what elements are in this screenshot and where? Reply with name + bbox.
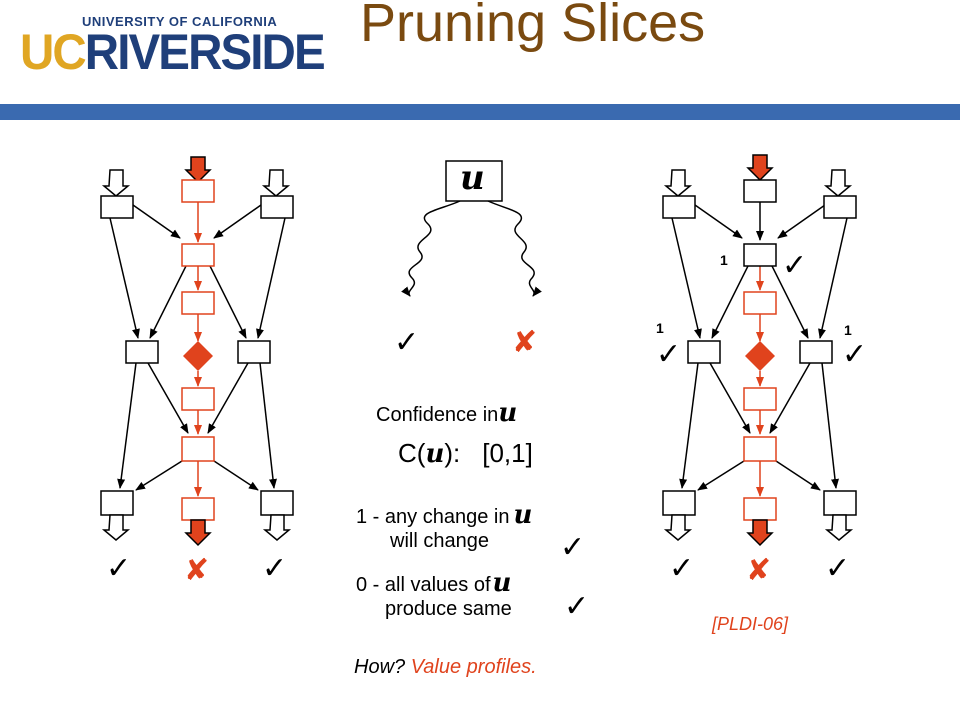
check-icon: ✓: [564, 589, 589, 624]
node-box: [743, 179, 777, 203]
check-icon: ✓: [656, 337, 681, 372]
node-box: [823, 195, 857, 219]
pruned-node: [799, 340, 833, 364]
weight-label: 1: [844, 322, 852, 338]
u-box: [445, 160, 503, 202]
slice-input-arrow: [746, 154, 774, 182]
slide-title: Pruning Slices: [360, 0, 706, 53]
confidence-label: Confidence inu: [376, 398, 518, 428]
zero-line1: 0 - all values ofu: [356, 568, 512, 598]
output-arrow: [262, 514, 292, 541]
check-icon: ✓: [560, 530, 585, 565]
slice-node: [743, 387, 777, 411]
check-icon: ✓: [782, 248, 807, 283]
node-box: [260, 490, 294, 516]
center-diagram: ✓ ✘ ✓ ✓: [394, 160, 589, 624]
logo-university-text: UNIVERSITY OF CALIFORNIA: [82, 14, 278, 29]
how-caption: How? Value profiles.: [354, 656, 537, 678]
value-profiles-text: Value profiles.: [410, 656, 537, 678]
check-icon: ✓: [825, 551, 850, 586]
check-icon: ✓: [262, 551, 287, 586]
left-graph: ✓ ✓ ✘: [100, 156, 294, 588]
u-symbol: u: [460, 158, 485, 198]
cross-icon: ✘: [746, 553, 771, 588]
ucr-logo: UCRIVERSIDE: [20, 22, 326, 82]
node-box: [823, 490, 857, 516]
wavy-arrow: [401, 200, 461, 297]
slice-predicate-diamond: [183, 341, 213, 371]
wavy-arrow: [487, 200, 542, 297]
input-arrow: [663, 169, 693, 197]
slice-node: [743, 497, 777, 521]
slice-node: [181, 387, 215, 411]
cross-icon: ✘: [184, 553, 209, 588]
slice-predicate-diamond: [745, 341, 775, 371]
weight-label: 1: [656, 320, 664, 336]
node-box: [100, 195, 134, 219]
slice-node: [743, 291, 777, 315]
node-box: [100, 490, 134, 516]
slice-node: [181, 179, 215, 203]
check-icon: ✓: [106, 551, 131, 586]
check-icon: ✓: [394, 325, 419, 360]
output-arrow: [824, 514, 854, 541]
citation: [PLDI-06]: [712, 614, 789, 634]
node-box: [260, 195, 294, 219]
input-arrow: [261, 169, 291, 197]
slice-node: [743, 436, 777, 462]
slice-node: [181, 497, 215, 521]
right-graph: ✓ ✓ ✓ ✓ ✓ ✘: [656, 154, 867, 588]
confidence-formula: C(u):[0,1]: [398, 438, 533, 469]
check-icon: ✓: [669, 551, 694, 586]
logo-riverside: RIVERSIDE: [84, 24, 326, 80]
slice-node: [181, 436, 215, 462]
input-arrow: [823, 169, 853, 197]
node-box: [237, 340, 271, 364]
input-arrow: [101, 169, 131, 197]
pruned-node: [687, 340, 721, 364]
logo-uc: UC: [20, 24, 87, 80]
node-box: [662, 195, 696, 219]
output-arrow: [663, 514, 693, 541]
slice-output-arrow: [746, 519, 774, 547]
slice-node: [181, 291, 215, 315]
one-line2: will change: [390, 530, 489, 552]
cross-icon: ✘: [512, 325, 537, 360]
slice-output-arrow: [184, 519, 212, 547]
slice-node: [181, 243, 215, 267]
confidence-range: [0,1]: [482, 438, 533, 468]
node-box: [662, 490, 696, 516]
header-divider-bar: [0, 104, 960, 120]
weight-label: 1: [720, 252, 728, 268]
zero-line2: produce same: [385, 598, 512, 620]
node-box: [125, 340, 159, 364]
check-icon: ✓: [842, 337, 867, 372]
slice-input-arrow: [184, 156, 212, 184]
pruned-node: [743, 243, 777, 267]
output-arrow: [101, 514, 131, 541]
